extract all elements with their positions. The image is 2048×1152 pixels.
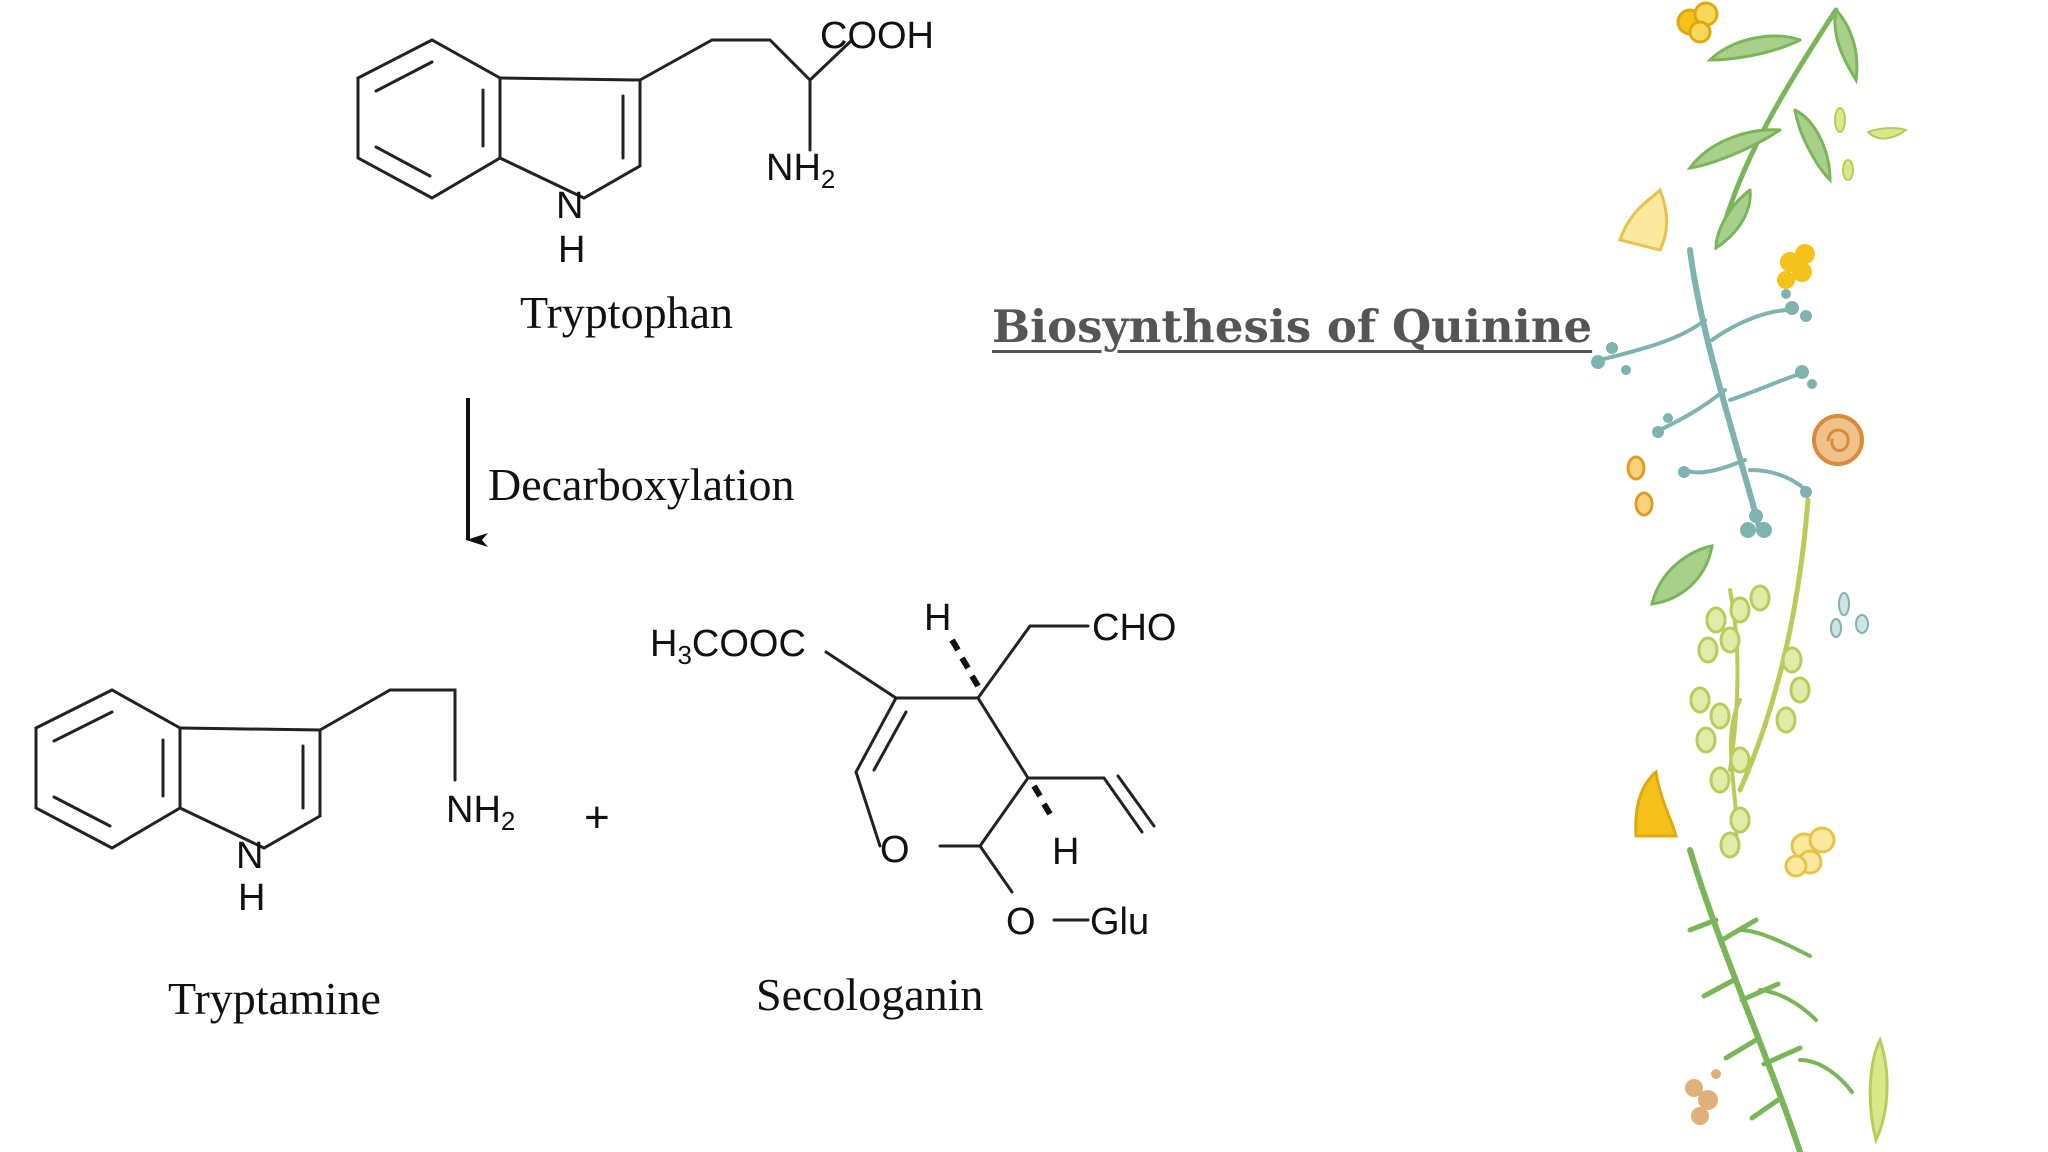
secologanin-structure [824,624,1156,922]
tryptophan-nh2-label: NH2 [766,147,835,194]
tryptophan-n-label: N [556,185,583,227]
plus-sign: + [584,793,610,842]
slide-title: Biosynthesis of Quinine [992,300,1593,353]
secologanin-h-top-label: H [924,597,951,639]
tryptamine-h-label: H [238,877,265,919]
tryptophan-cooh-label: COOH [820,15,934,57]
secologanin-glu-label: Glu [1090,901,1149,943]
tryptophan-structure [356,38,854,200]
secologanin-o-glu-label: O [1006,901,1036,943]
tryptamine-n-label: N [236,835,263,877]
tryptophan-h-label: H [558,229,585,271]
secologanin-ester-label: H3COOC [650,623,806,670]
tryptophan-name: Tryptophan [520,287,733,338]
secologanin-cho-label: CHO [1092,607,1176,649]
tryptamine-nh2-label: NH2 [446,789,515,836]
decarboxylation-label: Decarboxylation [488,459,795,510]
tryptamine-name: Tryptamine [168,973,381,1024]
botanical-decoration [1591,1,1909,1152]
secologanin-h-bottom-label: H [1052,831,1079,873]
secologanin-name: Secologanin [756,969,983,1020]
stereo-bonds [949,638,1053,816]
tryptamine-structure [34,688,457,850]
secologanin-ring-o-label: O [880,829,910,871]
